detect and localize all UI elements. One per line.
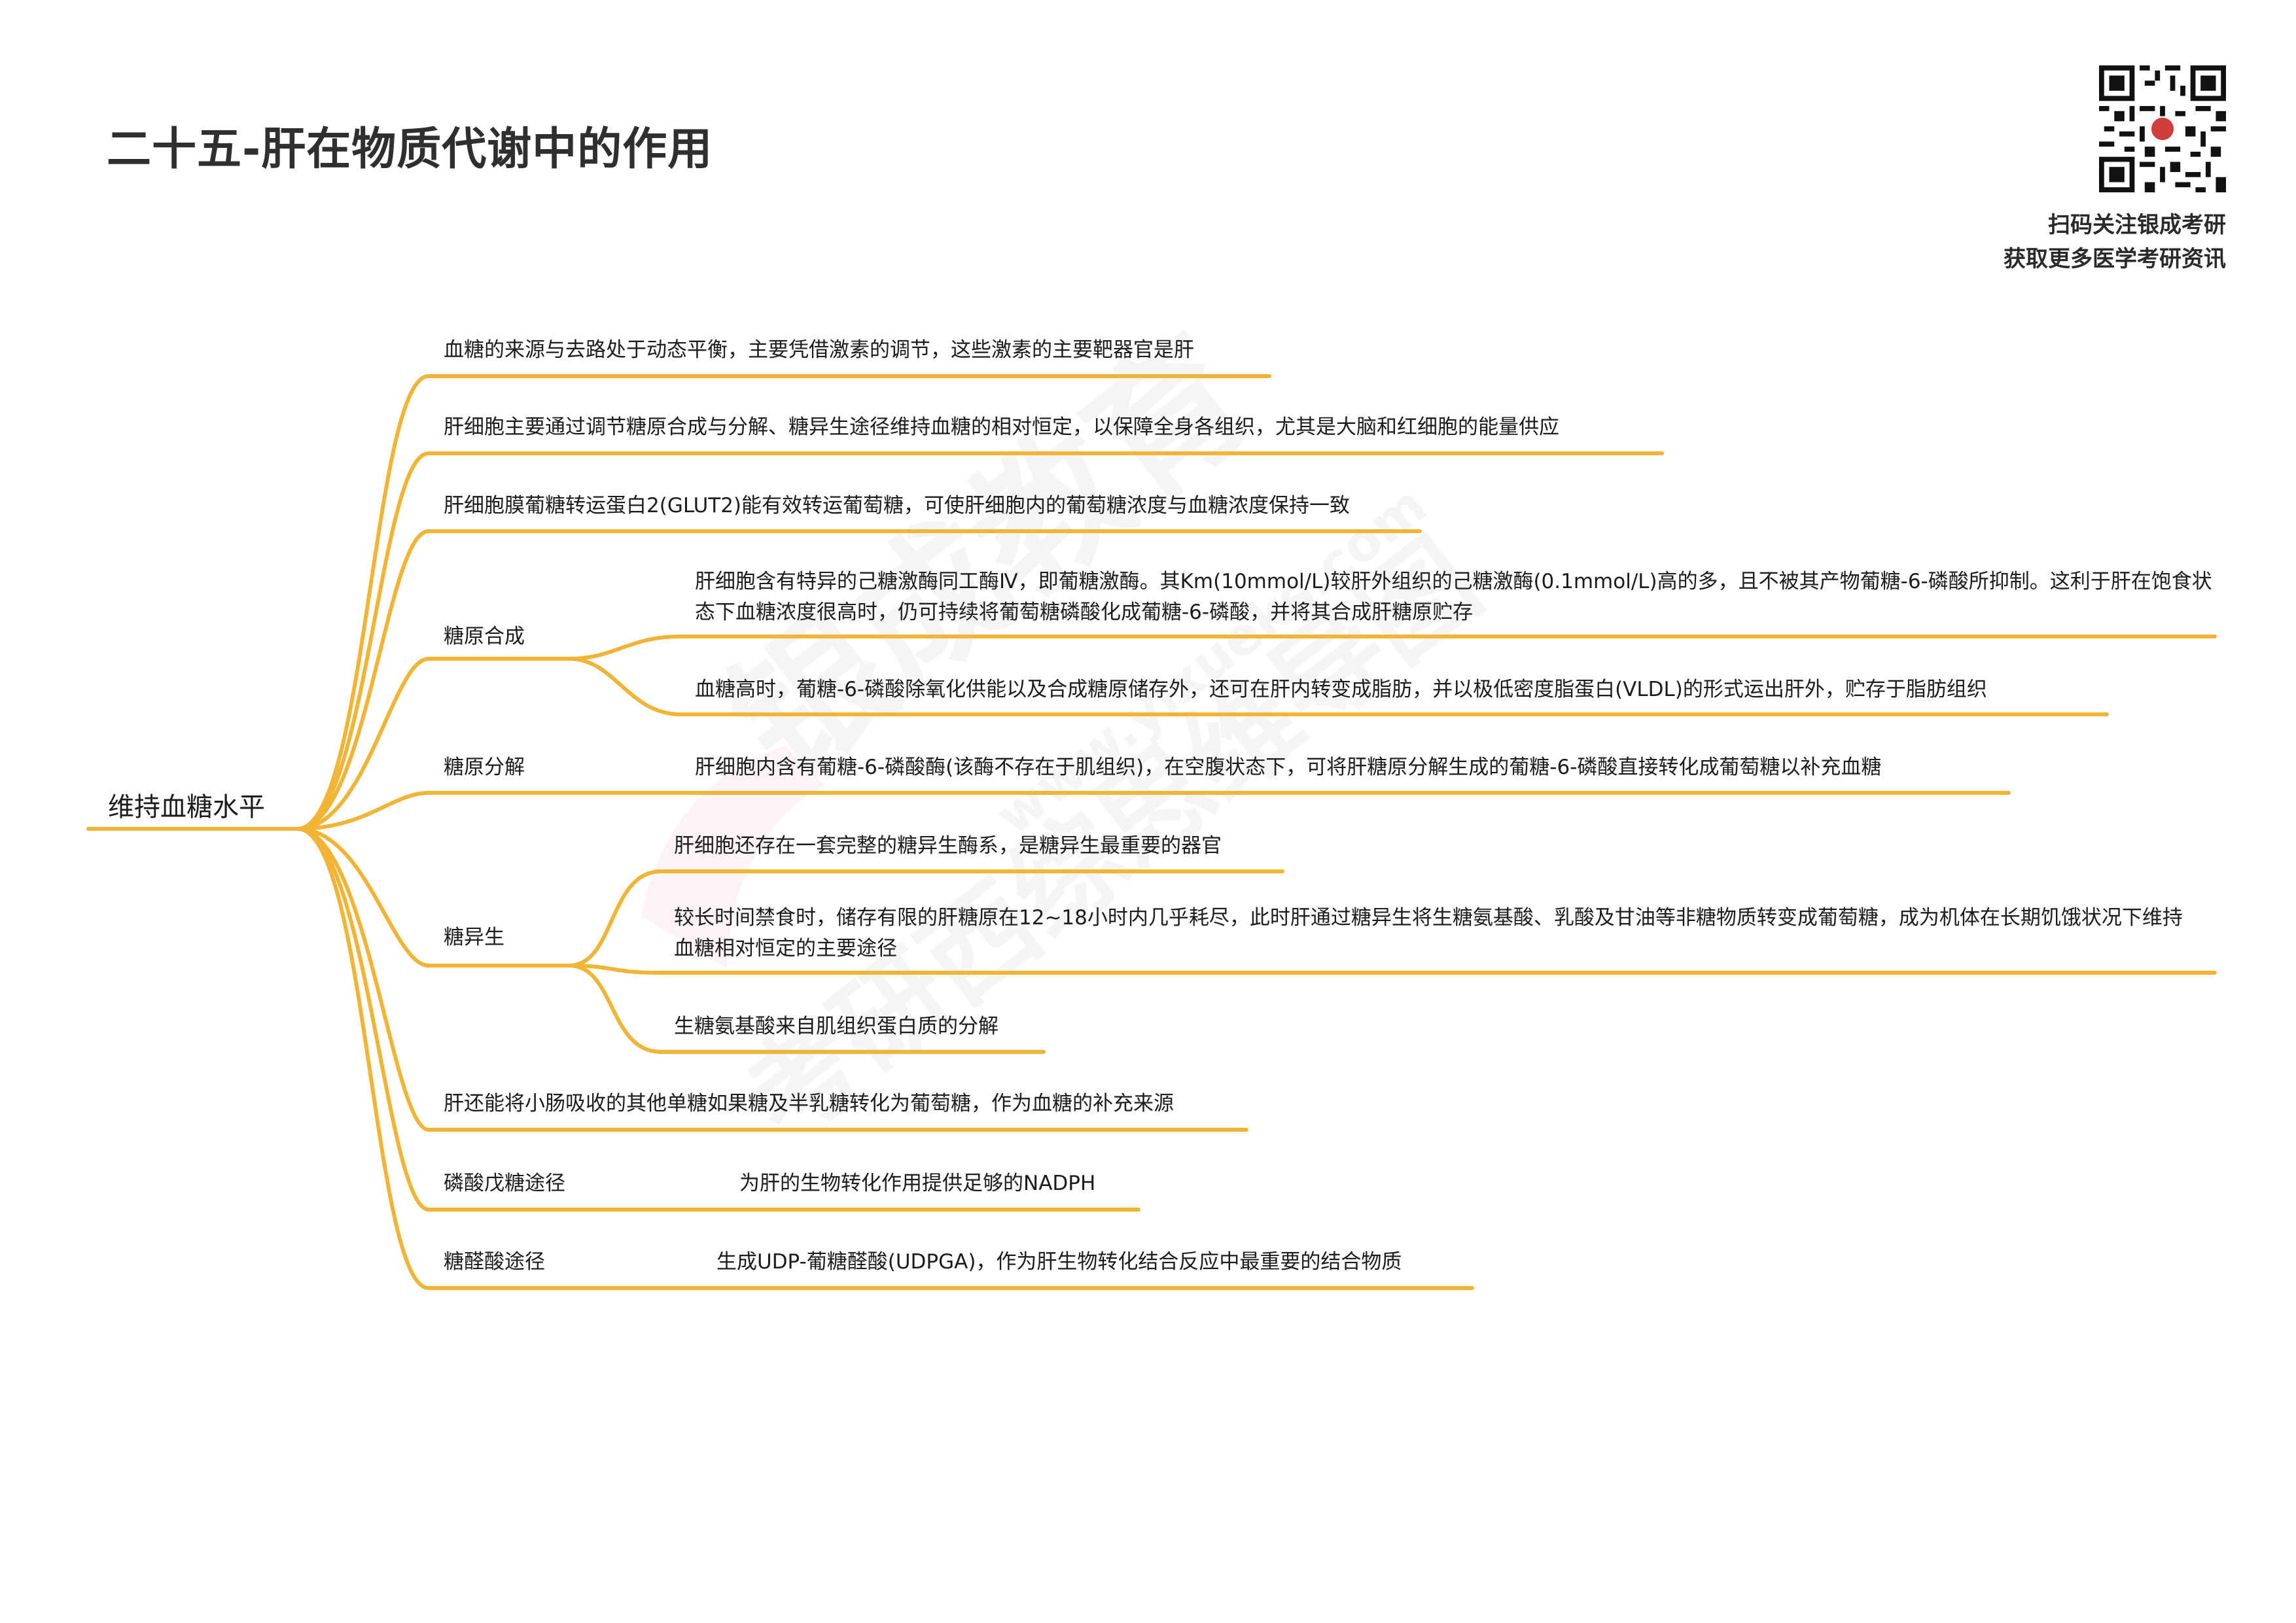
connector-branch-6 — [296, 827, 431, 968]
glycogen-synthesis-detail-2: 血糖高时，葡糖-6-磷酸除氧化供能以及合成糖原储存外，还可在肝内转变成脂肪，并以… — [695, 678, 1987, 701]
branch-2-text: 肝细胞主要通过调节糖原合成与分解、糖异生途径维持血糖的相对恒定，以保障全身各组织… — [444, 415, 1559, 439]
branch-7-text: 肝还能将小肠吸收的其他单糖如果糖及半乳糖转化为葡萄糖，作为血糖的补充来源 — [444, 1092, 1174, 1115]
glycogen-synthesis-detail-1: 肝细胞含有特异的己糖激酶同工酶Ⅳ，即葡糖激酶。其Km(10mmol/L)较肝外组… — [695, 570, 2212, 624]
connector-branch-8 — [296, 827, 431, 1212]
gluconeogenesis-detail-3: 生糖氨基酸来自肌组织蛋白质的分解 — [674, 1015, 998, 1038]
branch-gluconeogenesis: 糖异生 — [444, 926, 504, 949]
connector-branch-7 — [296, 827, 431, 1132]
gluconeogenesis-detail-2: 较长时间禁食时，储存有限的肝糖原在12~18小时内几乎耗尽，此时肝通过糖异生将生… — [674, 906, 2183, 960]
connector-branch-1 — [296, 374, 431, 831]
connector-branch-4 — [296, 657, 431, 831]
gluconeogenesis-detail-1: 肝细胞还存在一套完整的糖异生酶系，是糖异生最重要的器官 — [674, 834, 1222, 858]
connector-branch-3 — [296, 529, 431, 831]
qr-caption: 扫码关注银成考研 获取更多医学考研资讯 — [2004, 208, 2226, 276]
glucuronic-acid-detail: 生成UDP-葡糖醛酸(UDPGA)，作为肝生物转化结合反应中最重要的结合物质 — [716, 1250, 1402, 1274]
branch-glucuronic-acid: 糖醛酸途径 — [444, 1250, 545, 1274]
branch-1-text: 血糖的来源与去路处于动态平衡，主要凭借激素的调节，这些激素的主要靶器官是肝 — [444, 338, 1194, 362]
pentose-phosphate-detail: 为肝的生物转化作用提供足够的NADPH — [739, 1172, 1096, 1195]
branch-pentose-phosphate: 磷酸戊糖途径 — [444, 1172, 565, 1195]
qr-code-icon — [2099, 65, 2226, 192]
branch-glycogenolysis: 糖原分解 — [444, 756, 525, 779]
connector-gluconeogenesis-2 — [567, 964, 663, 975]
qr-logo-icon — [2151, 117, 2174, 141]
branch-3-text: 肝细胞膜葡糖转运蛋白2(GLUT2)能有效转运葡萄糖，可使肝细胞内的葡萄糖浓度与… — [444, 494, 1351, 517]
connector-gluconeogenesis-1 — [567, 869, 663, 968]
mindmap-root: 维持血糖水平 — [108, 792, 265, 822]
connector-branch-2 — [296, 451, 431, 831]
connector-glycogen-synthesis-1 — [567, 635, 682, 661]
connector-glycogen-synthesis-2 — [567, 657, 682, 716]
glycogenolysis-detail: 肝细胞内含有葡糖-6-磷酸酶(该酶不存在于肌组织)，在空腹状态下，可将肝糖原分解… — [695, 756, 1882, 779]
qr-caption-line-2: 获取更多医学考研资讯 — [2004, 246, 2226, 272]
page-title: 二十五-肝在物质代谢中的作用 — [107, 124, 713, 175]
connector-gluconeogenesis-3 — [567, 964, 663, 1054]
branch-glycogen-synthesis: 糖原合成 — [444, 625, 525, 648]
connector-branch-5 — [296, 791, 431, 831]
connector-branch-9 — [296, 827, 431, 1290]
qr-caption-line-1: 扫码关注银成考研 — [2048, 212, 2226, 238]
